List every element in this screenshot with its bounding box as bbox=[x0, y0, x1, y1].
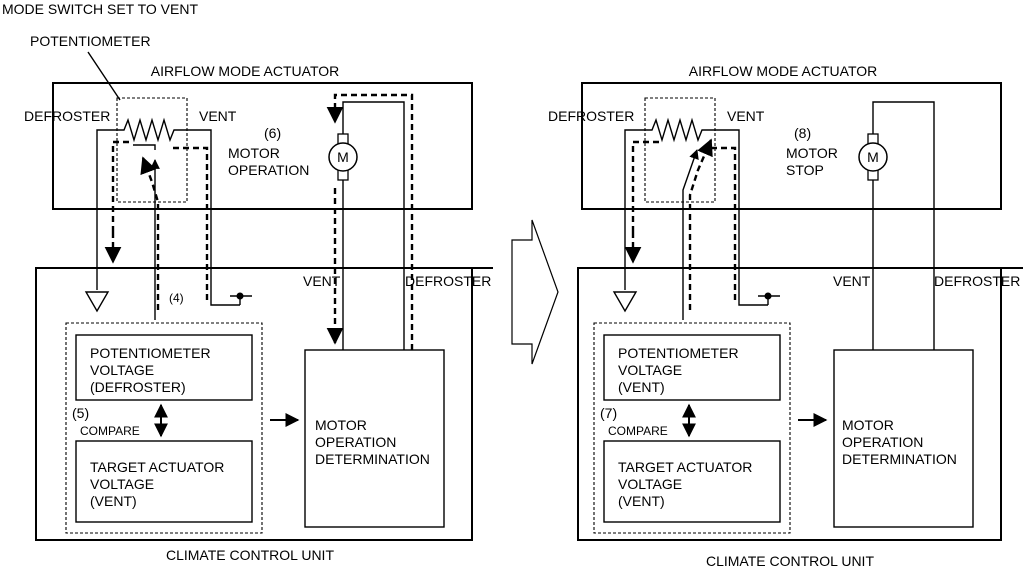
left-target-voltage-line3: (VENT) bbox=[90, 493, 137, 509]
potentiometer-callout: POTENTIOMETER bbox=[30, 33, 151, 49]
right-target-voltage-box bbox=[603, 440, 781, 523]
left-pot-voltage-line1: POTENTIOMETER bbox=[90, 345, 211, 361]
right-motor-status-line2: STOP bbox=[786, 162, 824, 178]
left-motor-step: (6) bbox=[264, 125, 281, 141]
left-panel: AIRFLOW MODE ACTUATOR DEFROSTER VENT (4)… bbox=[24, 63, 493, 563]
left-wire-defroster-label: DEFROSTER bbox=[405, 273, 491, 289]
right-motor-status-line1: MOTOR bbox=[786, 145, 838, 161]
left-motor-symbol: M bbox=[337, 149, 349, 165]
left-compare-box bbox=[65, 322, 263, 534]
left-determination-line3: DETERMINATION bbox=[315, 451, 430, 467]
left-defroster-label: DEFROSTER bbox=[24, 108, 110, 124]
right-compare-step: (7) bbox=[600, 405, 617, 421]
left-actuator-title: AIRFLOW MODE ACTUATOR bbox=[151, 63, 340, 79]
potentiometer-leader-line bbox=[87, 51, 121, 101]
right-motor-symbol: M bbox=[867, 149, 879, 165]
left-actuator-box bbox=[52, 82, 473, 210]
left-pot-voltage-box bbox=[75, 334, 253, 401]
right-wire-defroster-label: DEFROSTER bbox=[934, 273, 1020, 289]
left-resistor-circuit bbox=[96, 117, 240, 306]
left-motor-status-line2: OPERATION bbox=[228, 162, 309, 178]
right-pot-voltage-line2: VOLTAGE bbox=[618, 362, 682, 378]
left-pot-voltage-line3: (DEFROSTER) bbox=[90, 379, 186, 395]
left-target-voltage-line1: TARGET ACTUATOR bbox=[90, 459, 224, 475]
left-pot-voltage-line2: VOLTAGE bbox=[90, 362, 154, 378]
left-motor-status-line1: MOTOR bbox=[228, 145, 280, 161]
right-wire-vent-label: VENT bbox=[833, 273, 871, 289]
right-potentiometer-box bbox=[644, 97, 716, 203]
right-pot-voltage-line3: (VENT) bbox=[618, 379, 665, 395]
right-motor-icon bbox=[858, 142, 888, 172]
right-vent-label: VENT bbox=[727, 108, 765, 124]
right-target-voltage-line1: TARGET ACTUATOR bbox=[618, 459, 752, 475]
right-flow-wiper-arrow bbox=[688, 138, 713, 310]
caption: MODE SWITCH SET TO VENT bbox=[2, 1, 198, 17]
right-determination-line3: DETERMINATION bbox=[842, 451, 957, 467]
right-determination-line1: MOTOR bbox=[842, 417, 894, 433]
left-motor-wire-defroster bbox=[342, 101, 405, 350]
right-flow-defroster-path bbox=[631, 140, 660, 232]
right-determination-line2: OPERATION bbox=[842, 434, 923, 450]
right-compare-box bbox=[593, 322, 791, 534]
right-resistor-circuit bbox=[624, 117, 768, 306]
right-unit-title: CLIMATE CONTROL UNIT bbox=[706, 553, 874, 569]
left-wiper-link bbox=[133, 144, 156, 150]
right-pot-voltage-box bbox=[603, 334, 781, 401]
right-actuator-box bbox=[581, 82, 1002, 210]
left-potentiometer-box bbox=[116, 97, 188, 203]
right-target-voltage-line2: VOLTAGE bbox=[618, 476, 682, 492]
left-flow-vent-path bbox=[170, 146, 209, 300]
left-target-voltage-line2: VOLTAGE bbox=[90, 476, 154, 492]
right-pot-voltage-line1: POTENTIOMETER bbox=[618, 345, 739, 361]
left-motor-icon bbox=[328, 142, 358, 172]
left-unit-title: CLIMATE CONTROL UNIT bbox=[166, 547, 334, 563]
left-compare-label: COMPARE bbox=[80, 424, 140, 438]
left-determination-line1: MOTOR bbox=[315, 417, 367, 433]
right-ground-icon bbox=[612, 291, 638, 313]
right-target-voltage-line3: (VENT) bbox=[618, 493, 665, 509]
left-vent-label: VENT bbox=[199, 108, 237, 124]
right-motor-wire-defroster bbox=[872, 101, 935, 350]
right-unit-box bbox=[577, 267, 1023, 541]
left-determination-box bbox=[304, 349, 445, 528]
left-ground-icon bbox=[84, 291, 110, 313]
right-panel: AIRFLOW MODE ACTUATOR DEFROSTER VENT (8)… bbox=[548, 63, 1023, 569]
right-motor-step: (8) bbox=[794, 125, 811, 141]
left-flow-defroster-path bbox=[111, 140, 132, 232]
left-unit-box bbox=[35, 267, 493, 541]
right-flow-vent-path bbox=[712, 146, 737, 300]
left-determination-line2: OPERATION bbox=[315, 434, 396, 450]
right-arrow-icon bbox=[511, 219, 559, 365]
left-flow-wiper-arrow bbox=[140, 156, 160, 310]
right-actuator-title: AIRFLOW MODE ACTUATOR bbox=[689, 63, 878, 79]
right-defroster-label: DEFROSTER bbox=[548, 108, 634, 124]
right-compare-label: COMPARE bbox=[608, 424, 668, 438]
left-compare-step: (5) bbox=[72, 405, 89, 421]
left-target-voltage-box bbox=[75, 440, 253, 523]
right-determination-box bbox=[833, 349, 974, 528]
right-wiper-line bbox=[682, 149, 699, 320]
left-flow-motor-upper bbox=[326, 93, 414, 350]
left-wire-vent-label: VENT bbox=[303, 273, 341, 289]
left-signal-step: (4) bbox=[169, 291, 184, 305]
